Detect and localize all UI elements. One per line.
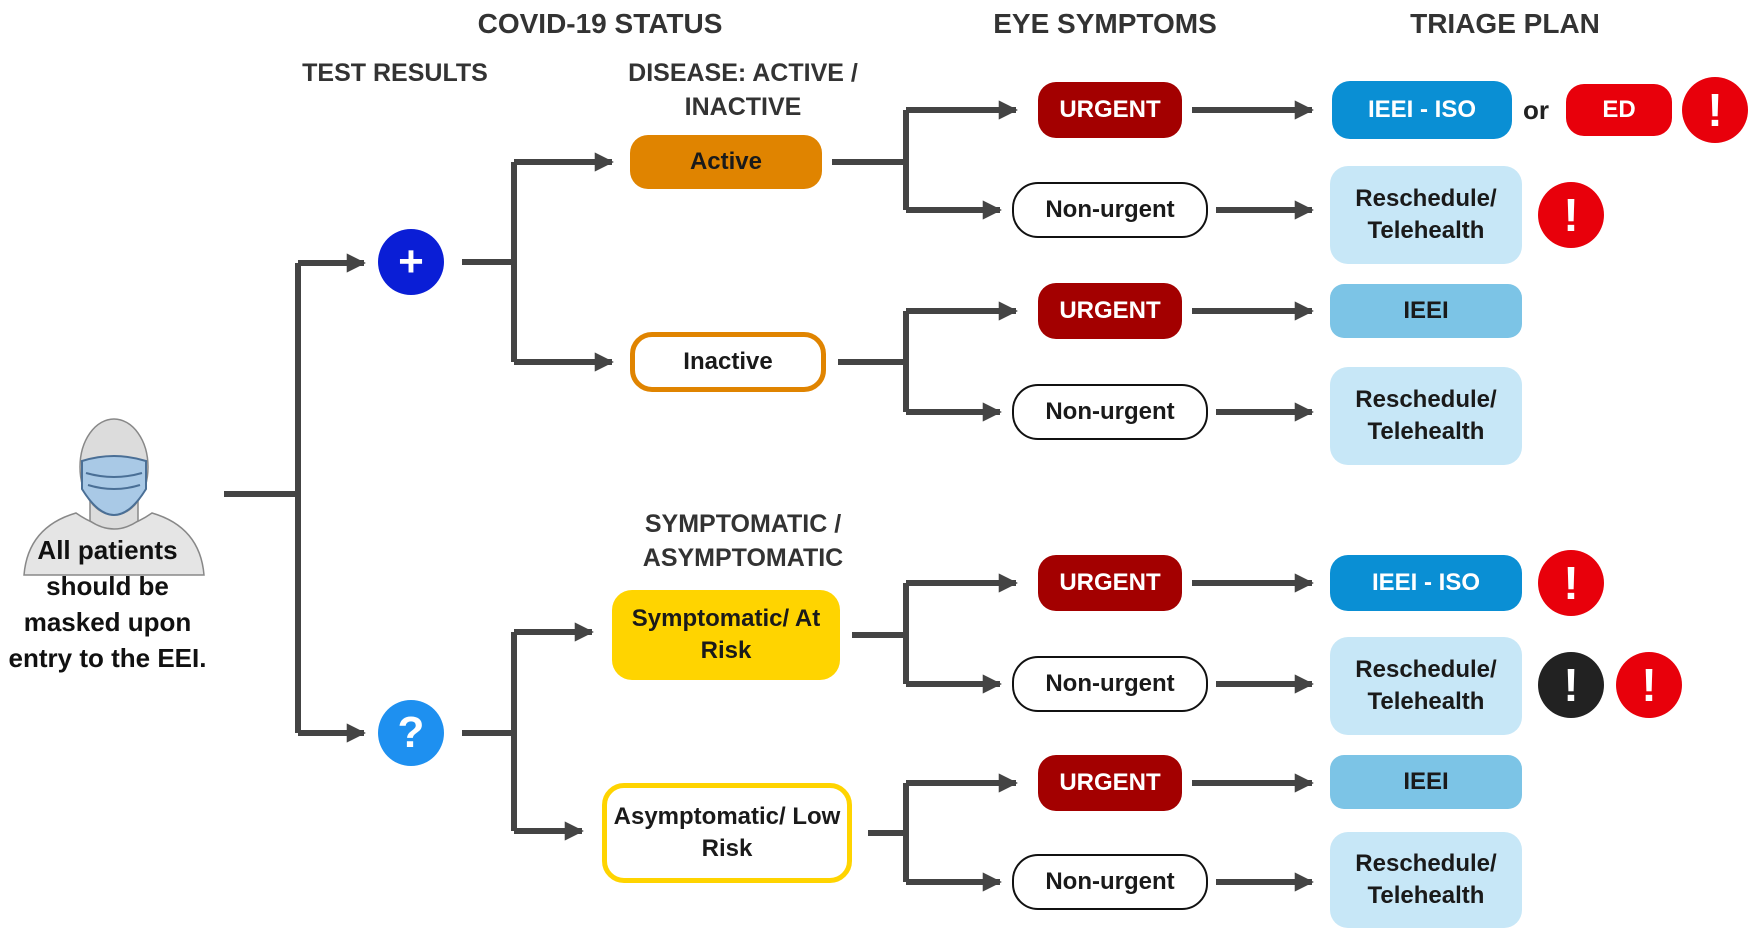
triage-ieei-iso-active: IEEI - ISO xyxy=(1332,81,1512,139)
header-triage-plan: TRIAGE PLAN xyxy=(1410,8,1600,39)
non-urgent-asymptomatic: Non-urgent xyxy=(1012,854,1208,910)
alert-icon-black: ! xyxy=(1538,652,1604,718)
non-urgent-inactive: Non-urgent xyxy=(1012,384,1208,440)
plus-icon: + xyxy=(378,229,444,295)
urgent-inactive: URGENT xyxy=(1038,283,1182,339)
alert-icon: ! xyxy=(1538,550,1604,616)
alert-icon: ! xyxy=(1682,77,1748,143)
urgent-symptomatic: URGENT xyxy=(1038,555,1182,611)
status-asymptomatic: Asymptomatic/ Low Risk xyxy=(602,783,852,883)
header-disease: DISEASE: ACTIVE / INACTIVE xyxy=(628,59,858,121)
patient-caption: All patients should be masked upon entry… xyxy=(8,535,207,673)
header-eye-symptoms: EYE SYMPTOMS xyxy=(993,8,1217,39)
question-icon: ? xyxy=(378,700,444,766)
triage-reschedule-active: Reschedule/ Telehealth xyxy=(1330,166,1522,264)
triage-reschedule-symptomatic: Reschedule/ Telehealth xyxy=(1330,637,1522,735)
alert-icon: ! xyxy=(1538,182,1604,248)
triage-reschedule-inactive: Reschedule/ Telehealth xyxy=(1330,367,1522,465)
header-symptomatic: SYMPTOMATIC / ASYMPTOMATIC xyxy=(642,510,844,572)
triage-ieei-iso-symptomatic: IEEI - ISO xyxy=(1330,555,1522,611)
header-test-results: TEST RESULTS xyxy=(302,59,488,87)
masked-patient-icon xyxy=(23,418,205,576)
header-covid-status: COVID-19 STATUS xyxy=(477,8,723,39)
urgent-asymptomatic: URGENT xyxy=(1038,755,1182,811)
triage-ed: ED xyxy=(1566,84,1672,136)
status-symptomatic: Symptomatic/ At Risk xyxy=(612,590,840,680)
non-urgent-active: Non-urgent xyxy=(1012,182,1208,238)
triage-reschedule-asymptomatic: Reschedule/ Telehealth xyxy=(1330,832,1522,928)
triage-ieei-asymptomatic: IEEI xyxy=(1330,755,1522,809)
alert-icon: ! xyxy=(1616,652,1682,718)
urgent-active: URGENT xyxy=(1038,82,1182,138)
non-urgent-symptomatic: Non-urgent xyxy=(1012,656,1208,712)
status-inactive: Inactive xyxy=(630,332,826,392)
or-label: or xyxy=(1523,95,1549,125)
status-active: Active xyxy=(630,135,822,189)
triage-ieei-inactive: IEEI xyxy=(1330,284,1522,338)
